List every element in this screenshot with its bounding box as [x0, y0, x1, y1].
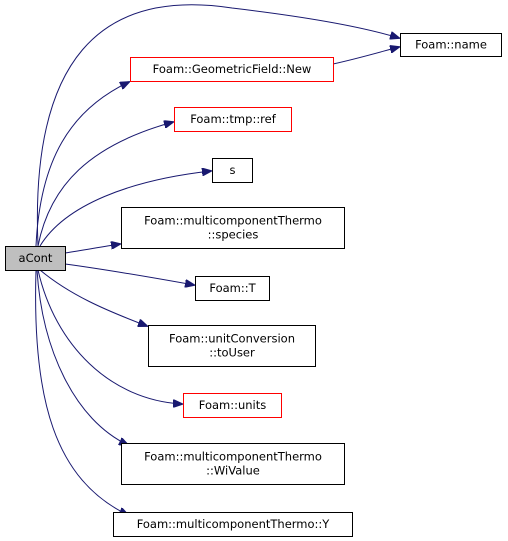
node-label-species-line-1: Foam::multicomponentThermo [144, 214, 322, 228]
node-tmpref[interactable]: Foam::tmp::ref [174, 107, 292, 132]
node-label-wivalue-line-1: Foam::multicomponentThermo [144, 450, 322, 464]
node-root: aCont [5, 246, 66, 271]
node-label-touser-line-2: ::toUser [209, 346, 255, 360]
edge-root-to-tmpref [37, 122, 173, 247]
edge-root-to-species [64, 244, 120, 254]
edge-root-to-Y [35, 269, 128, 515]
node-box-touser [148, 325, 316, 367]
node-wivalue[interactable]: Foam::multicomponentThermo::WiValue [121, 443, 345, 485]
edge-root-to-name [36, 4, 399, 247]
node-label-T: Foam::T [209, 281, 256, 295]
node-s[interactable]: s [212, 158, 253, 183]
node-box-units [183, 393, 282, 418]
node-box-tmpref [174, 107, 292, 132]
node-label-root: aCont [19, 251, 53, 265]
node-box-Y [113, 512, 353, 537]
edge-root-to-T [64, 263, 194, 285]
edge-root-to-units [37, 269, 182, 404]
node-label-tmpref: Foam::tmp::ref [190, 112, 277, 126]
edges-layer [35, 4, 399, 515]
node-box-species [121, 207, 345, 249]
edge-gfnew-to-name [332, 47, 399, 65]
node-T[interactable]: Foam::T [195, 276, 270, 301]
node-touser[interactable]: Foam::unitConversion::toUser [148, 325, 316, 367]
node-gfnew[interactable]: Foam::GeometricField::New [130, 57, 334, 82]
node-species[interactable]: Foam::multicomponentThermo::species [121, 207, 345, 249]
node-box-wivalue [121, 443, 345, 485]
node-units[interactable]: Foam::units [183, 393, 282, 418]
node-box-root [5, 246, 66, 271]
edge-root-to-wivalue [36, 269, 128, 445]
node-name[interactable]: Foam::name [400, 33, 502, 57]
node-box-s [212, 158, 253, 183]
edge-root-to-touser [39, 269, 147, 326]
node-label-name: Foam::name [415, 38, 487, 52]
node-label-s: s [230, 163, 236, 177]
node-label-wivalue-line-2: ::WiValue [206, 464, 260, 478]
edge-root-to-s [39, 171, 211, 247]
nodes-layer: aCont Foam::nameFoam::GeometricField::New… [5, 33, 502, 537]
node-box-T [195, 276, 270, 301]
node-Y[interactable]: Foam::multicomponentThermo::Y [113, 512, 353, 537]
edge-root-to-gfnew [35, 82, 129, 247]
node-label-species-line-2: ::species [208, 228, 259, 242]
node-label-touser-line-1: Foam::unitConversion [169, 332, 295, 346]
node-box-gfnew [130, 57, 334, 82]
node-box-name [400, 33, 502, 57]
node-label-units: Foam::units [199, 398, 267, 412]
node-label-Y: Foam::multicomponentThermo::Y [137, 517, 331, 531]
node-label-gfnew: Foam::GeometricField::New [153, 62, 312, 76]
